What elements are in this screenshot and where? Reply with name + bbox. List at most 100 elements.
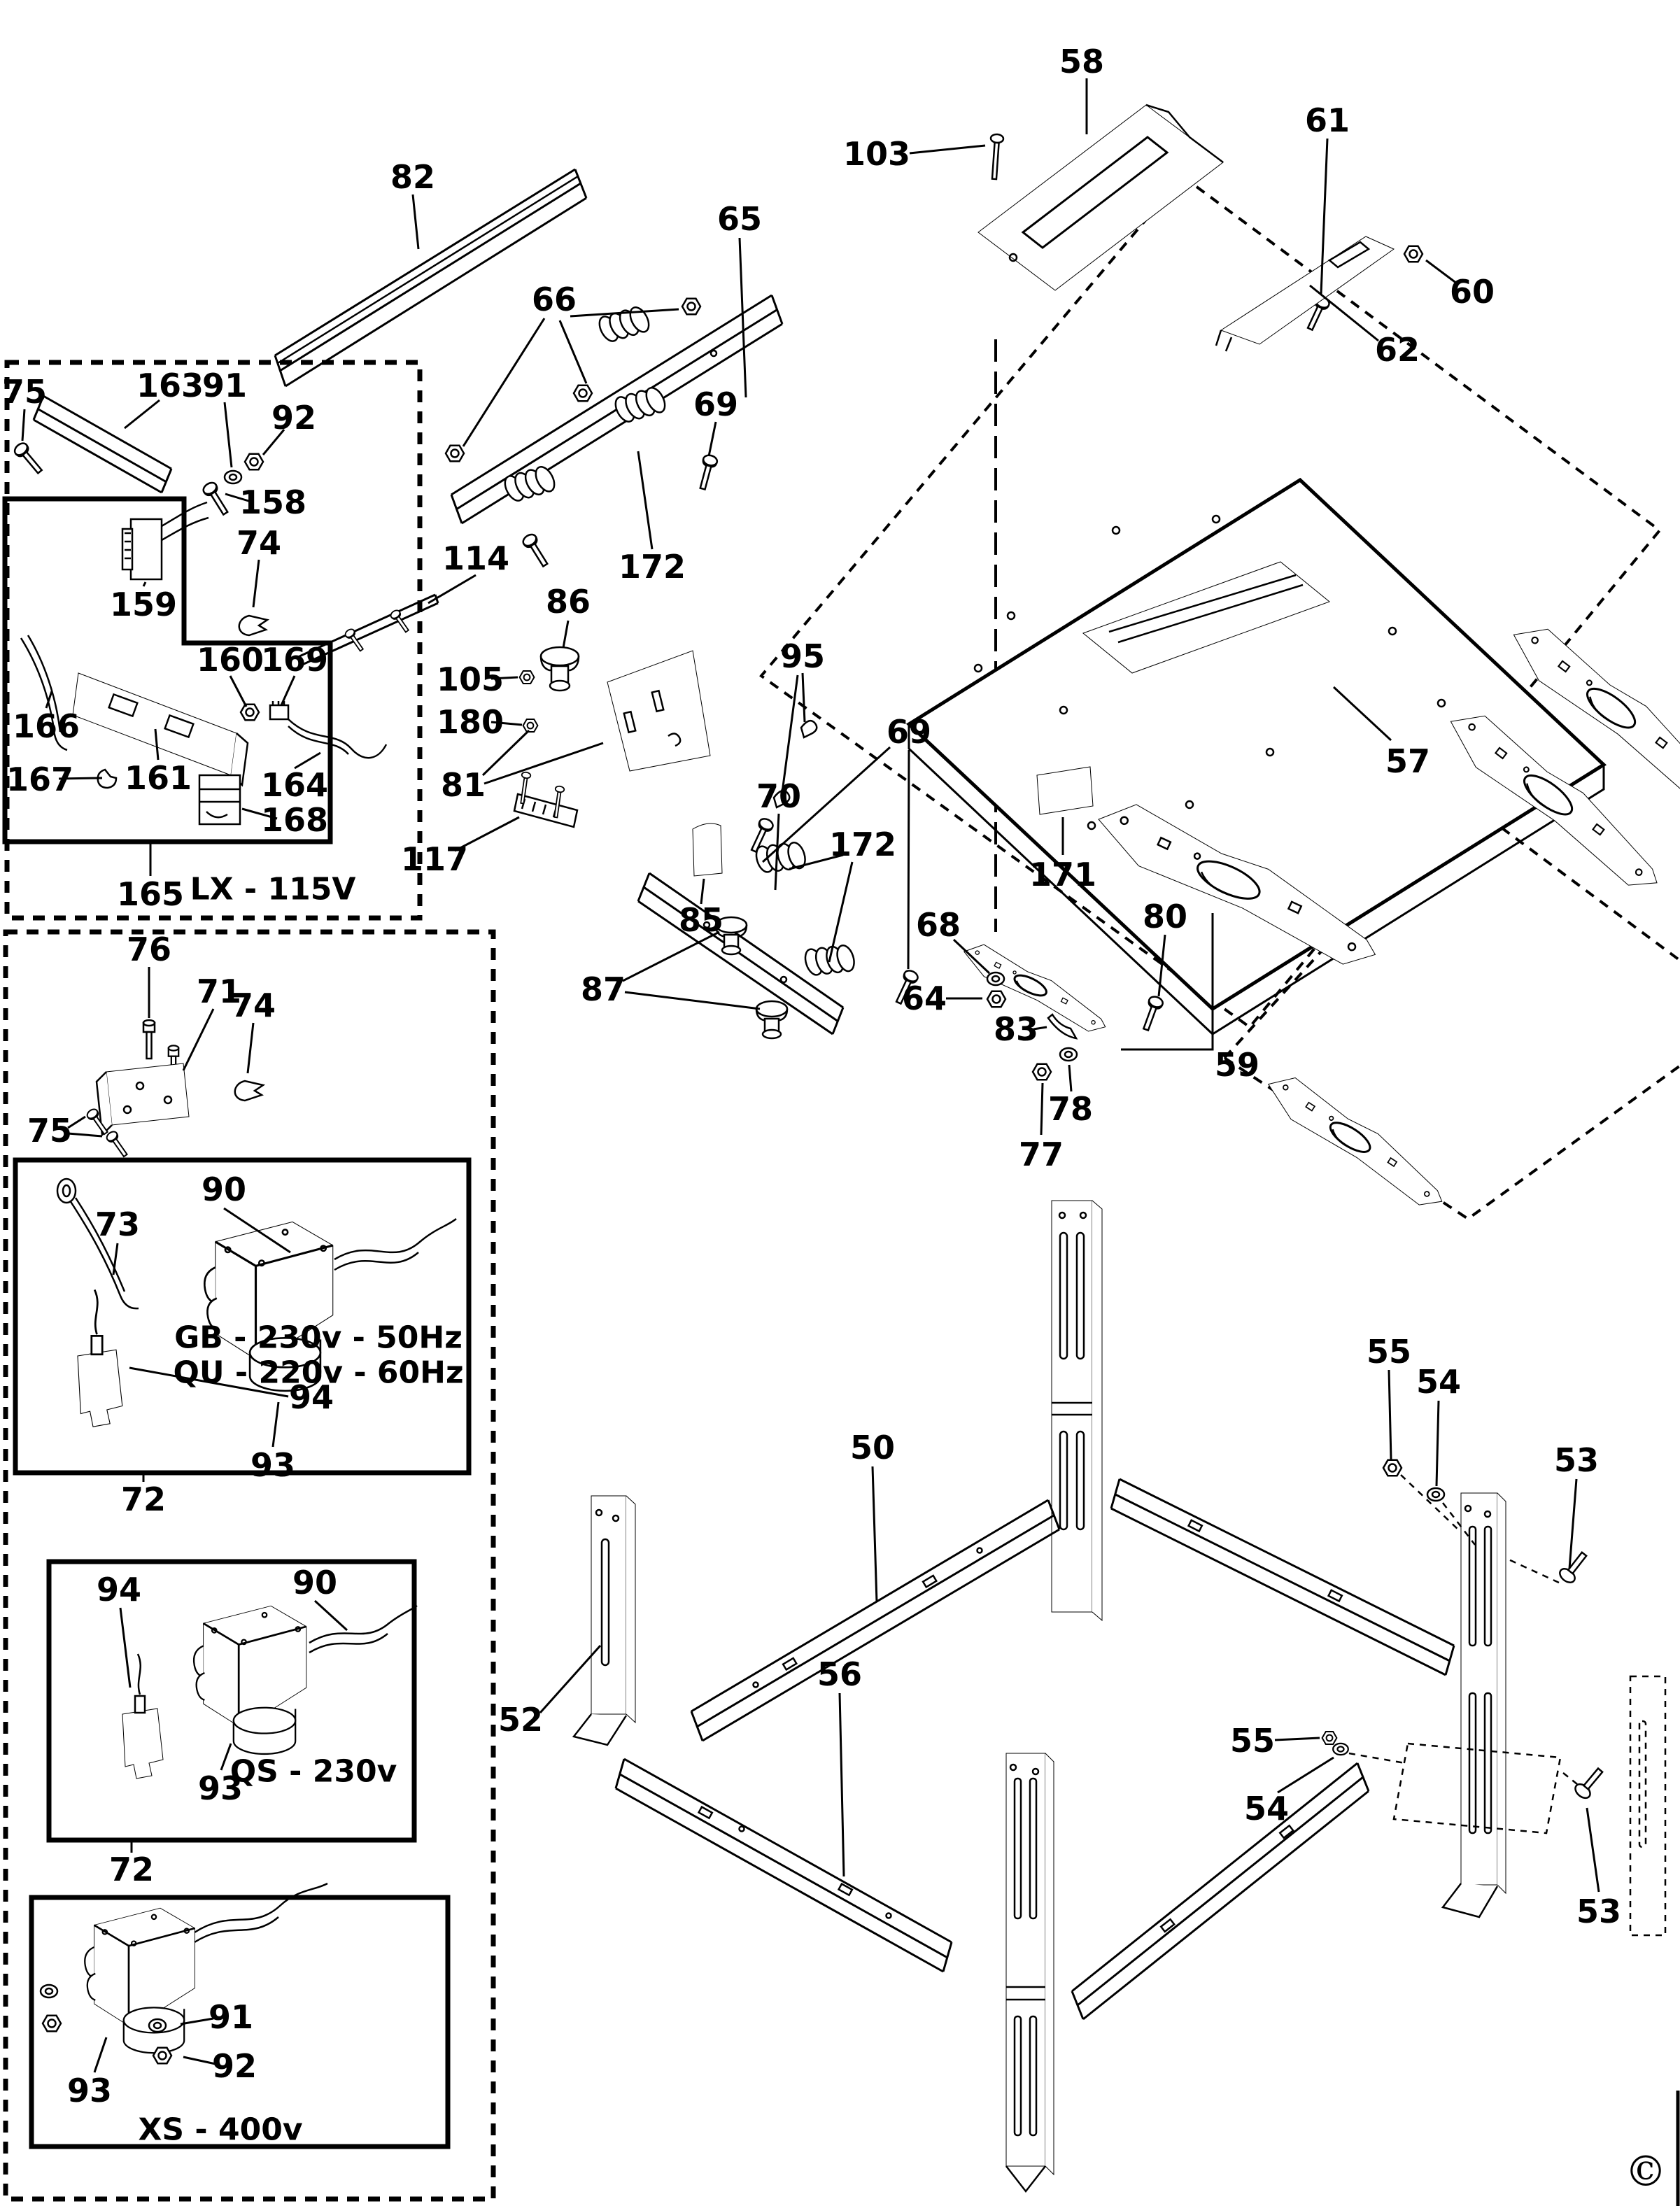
screw-75-icon bbox=[11, 439, 46, 477]
screw-114-icon bbox=[388, 608, 412, 635]
part-callout-172: 172 bbox=[619, 548, 686, 586]
qs-solid-box bbox=[46, 1559, 417, 1843]
nut-77-icon bbox=[1031, 1063, 1052, 1081]
part-callout-68: 68 bbox=[916, 906, 961, 944]
part-callout-95: 95 bbox=[780, 637, 825, 675]
part-callout-75: 75 bbox=[2, 373, 47, 411]
screw-69-icon bbox=[695, 453, 719, 492]
spring-172-icon bbox=[595, 297, 654, 351]
knob-86 bbox=[539, 646, 580, 692]
part-callout-66: 66 bbox=[532, 281, 577, 318]
part-callout-166: 166 bbox=[13, 707, 80, 745]
part-callout-74: 74 bbox=[231, 987, 276, 1024]
gb-qu-solid-box bbox=[13, 1157, 472, 1476]
clip-83-icon bbox=[1047, 1013, 1078, 1040]
nut-60-icon bbox=[1403, 245, 1424, 263]
washer-54-icon bbox=[1332, 1742, 1349, 1756]
rail-82 bbox=[274, 168, 588, 388]
part-callout-114: 114 bbox=[442, 539, 509, 577]
caption-qs: QS - 230v bbox=[230, 1754, 397, 1790]
washer-91-icon bbox=[148, 2018, 167, 2033]
part-callout-62: 62 bbox=[1375, 331, 1420, 369]
spring-172-icon bbox=[611, 378, 670, 432]
leg-stand bbox=[572, 1200, 1667, 2193]
copyright-symbol: © bbox=[1625, 2147, 1667, 2196]
part-callout-168: 168 bbox=[261, 801, 328, 839]
part-callout-90: 90 bbox=[292, 1564, 337, 1602]
table-insert-plate bbox=[1082, 561, 1331, 674]
leg-back bbox=[1051, 1200, 1103, 1622]
caption-gb: GB - 230v - 50Hz bbox=[174, 1320, 463, 1356]
mounting-brackets bbox=[957, 614, 1680, 1215]
washer-91-icon bbox=[223, 469, 243, 485]
part-callout-171: 171 bbox=[1029, 856, 1096, 893]
part-callout-56: 56 bbox=[817, 1655, 862, 1693]
part-callout-71: 71 bbox=[197, 973, 241, 1010]
part-callout-94: 94 bbox=[289, 1378, 334, 1416]
rail-back-right bbox=[1110, 1478, 1455, 1676]
part-callout-80: 80 bbox=[1143, 898, 1187, 935]
xs-parts bbox=[39, 1882, 328, 2065]
bolt-76-icon bbox=[142, 1019, 156, 1060]
leg-hidden-dashed bbox=[1629, 1675, 1667, 1937]
clip-167-icon bbox=[97, 768, 118, 789]
leg-front bbox=[1005, 1753, 1054, 2193]
fitting-169 bbox=[269, 701, 290, 721]
wire-73 bbox=[69, 1197, 139, 1310]
rail-70 bbox=[637, 872, 845, 1035]
nut-66-icon bbox=[444, 444, 465, 462]
variant-box-borders bbox=[2, 360, 496, 2202]
part-callout-103: 103 bbox=[843, 135, 910, 173]
part-callout-85: 85 bbox=[679, 901, 723, 939]
leg-left bbox=[572, 1495, 636, 1746]
rail-front-right bbox=[1071, 1762, 1370, 2021]
part-callout-50: 50 bbox=[850, 1429, 895, 1466]
nut-180-icon bbox=[522, 718, 539, 733]
plate-58 bbox=[977, 104, 1224, 291]
nut-55-icon bbox=[1321, 1730, 1338, 1746]
nut-105-icon bbox=[518, 670, 535, 685]
part-callout-54: 54 bbox=[1244, 1790, 1289, 1827]
part-callout-92: 92 bbox=[271, 399, 316, 437]
nut-92-icon bbox=[152, 2046, 173, 2065]
part-callout-55: 55 bbox=[1367, 1333, 1411, 1371]
part-callout-91: 91 bbox=[209, 1998, 253, 2036]
part-callout-72: 72 bbox=[109, 1851, 154, 1888]
nut-92-icon bbox=[41, 2014, 62, 2032]
clamp-117 bbox=[513, 771, 579, 828]
part-callout-60: 60 bbox=[1450, 273, 1495, 311]
washer-91-icon bbox=[39, 1984, 59, 1999]
cable-90 bbox=[334, 1218, 457, 1271]
part-callout-160: 160 bbox=[197, 641, 264, 679]
washer-78-icon bbox=[1059, 1047, 1078, 1062]
wedge-85 bbox=[692, 823, 723, 877]
part-callout-74: 74 bbox=[237, 524, 281, 562]
plate-81 bbox=[607, 650, 711, 772]
part-callout-53: 53 bbox=[1576, 1893, 1621, 1930]
part-callout-83: 83 bbox=[994, 1010, 1038, 1048]
switch-159 bbox=[121, 501, 209, 581]
part-callout-54: 54 bbox=[1416, 1363, 1461, 1401]
clip-74-icon bbox=[238, 614, 269, 637]
part-callout-163: 163 bbox=[136, 367, 204, 404]
caption-xs: XS - 400v bbox=[138, 2112, 302, 2148]
rail-56 bbox=[614, 1758, 953, 1973]
screw-158-icon bbox=[200, 479, 232, 518]
nut-92-icon bbox=[243, 453, 264, 471]
nut-66-icon bbox=[681, 297, 702, 316]
part-callout-93: 93 bbox=[67, 2072, 112, 2109]
xs-solid-box bbox=[29, 1895, 451, 2149]
part-callout-58: 58 bbox=[1059, 43, 1104, 80]
washer-54-icon bbox=[1426, 1487, 1446, 1502]
part-callout-87: 87 bbox=[581, 970, 626, 1008]
part-callout-59: 59 bbox=[1215, 1046, 1259, 1084]
terminal-block-168 bbox=[198, 774, 241, 826]
part-callout-165: 165 bbox=[117, 875, 184, 913]
wire-166 bbox=[20, 635, 68, 751]
part-callout-90: 90 bbox=[202, 1171, 246, 1208]
label-plate-171 bbox=[1036, 766, 1094, 815]
bolt-80-icon bbox=[1138, 994, 1166, 1033]
clip-74-icon bbox=[234, 1080, 264, 1102]
rail-50 bbox=[690, 1499, 1061, 1742]
lx-parts bbox=[11, 395, 388, 826]
